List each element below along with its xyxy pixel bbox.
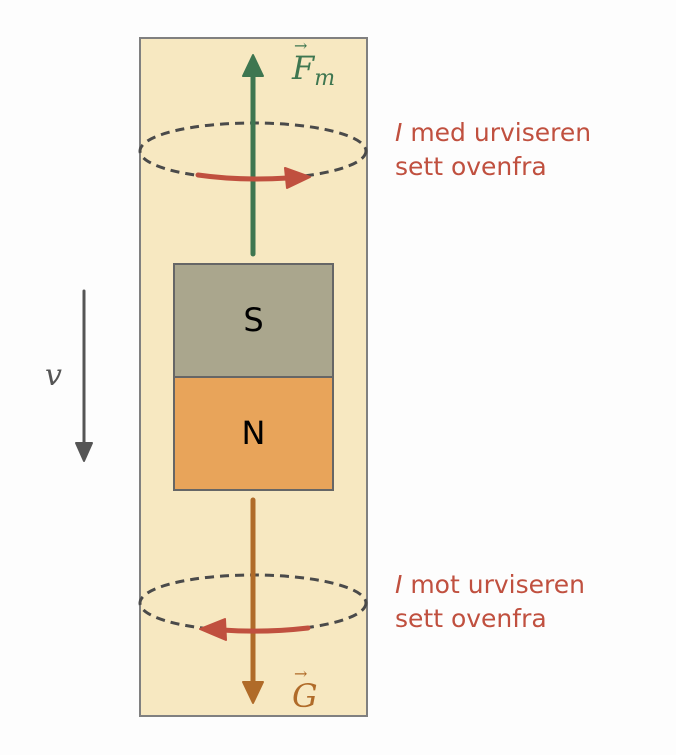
arrow-down-icon: [75, 442, 93, 462]
south-pole-label: S: [243, 301, 264, 339]
magnetic-force-arrow: [242, 54, 264, 257]
velocity-label: v: [45, 358, 62, 393]
gravity-arrow: [242, 497, 264, 704]
magnetic-force-label: → Fm: [292, 36, 336, 91]
bottom-current-annotation: I mot urviseren sett ovenfra: [395, 570, 585, 633]
arrow-down-icon: [242, 681, 264, 704]
magnet-north-pole: [173, 376, 334, 491]
velocity-arrow: [75, 289, 93, 462]
magnet-south-pole: [173, 263, 334, 378]
clockwise-arrow-icon: [195, 167, 311, 189]
arrow-up-icon: [242, 54, 264, 77]
vector-arrow-icon: →: [294, 664, 308, 683]
north-pole-label: N: [241, 414, 266, 452]
vector-arrow-icon: →: [294, 36, 308, 55]
top-current-annotation: I med urviseren sett ovenfra: [395, 118, 592, 181]
counterclockwise-arrow-icon: [199, 618, 311, 641]
gravity-label: → G: [292, 664, 318, 715]
